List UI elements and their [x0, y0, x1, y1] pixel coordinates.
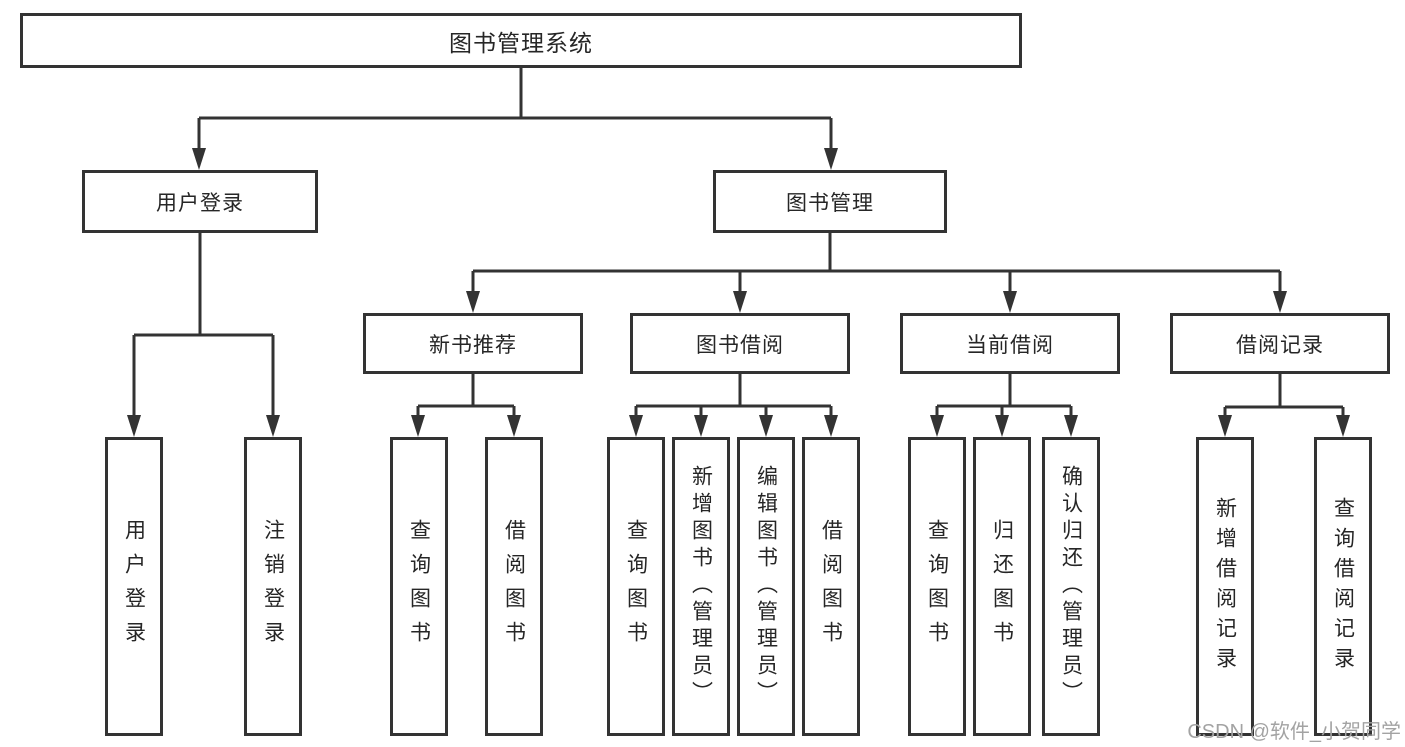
leaf-add-borrow-record: 新增借阅记录: [1196, 437, 1254, 736]
node-new-book-recommend: 新书推荐: [363, 313, 583, 374]
leaf-return-book-label: 归还图书: [990, 518, 1014, 655]
leaf-query-borrow-record-label: 查询借阅记录: [1331, 496, 1355, 677]
leaf-query-books-recommend: 查询图书: [390, 437, 448, 736]
leaf-confirm-return-admin-label: 确认归还（管理员）: [1059, 465, 1083, 708]
node-book-borrowing-label: 图书借阅: [696, 333, 784, 357]
node-current-borrowing-label: 当前借阅: [966, 333, 1054, 357]
leaf-add-book-admin-label: 新增图书（管理员）: [689, 465, 713, 708]
leaf-borrow-books-borrowing: 借阅图书: [802, 437, 860, 736]
leaf-query-books-current-label: 查询图书: [925, 518, 949, 655]
leaf-add-borrow-record-label: 新增借阅记录: [1213, 496, 1237, 677]
leaf-user-login-label: 用户登录: [122, 518, 146, 655]
node-new-book-recommend-label: 新书推荐: [429, 333, 517, 357]
csdn-watermark: CSDN @软件_小贺同学: [1187, 721, 1401, 743]
node-user-login: 用户登录: [82, 170, 318, 233]
node-root-label: 图书管理系统: [449, 29, 593, 56]
leaf-borrow-books-borrowing-label: 借阅图书: [819, 518, 843, 655]
node-user-login-label: 用户登录: [156, 191, 244, 215]
leaf-logout-label: 注销登录: [261, 518, 285, 655]
leaf-add-book-admin: 新增图书（管理员）: [672, 437, 730, 736]
node-borrowing-records-label: 借阅记录: [1236, 333, 1324, 357]
leaf-query-books-borrowing-label: 查询图书: [624, 518, 648, 655]
leaf-query-books-current: 查询图书: [908, 437, 966, 736]
node-book-borrowing: 图书借阅: [630, 313, 850, 374]
node-current-borrowing: 当前借阅: [900, 313, 1120, 374]
node-book-management: 图书管理: [713, 170, 947, 233]
node-borrowing-records: 借阅记录: [1170, 313, 1390, 374]
leaf-confirm-return-admin: 确认归还（管理员）: [1042, 437, 1100, 736]
leaf-borrow-books-recommend: 借阅图书: [485, 437, 543, 736]
leaf-return-book: 归还图书: [973, 437, 1031, 736]
leaf-edit-book-admin-label: 编辑图书（管理员）: [754, 465, 778, 708]
leaf-query-books-recommend-label: 查询图书: [407, 518, 431, 655]
leaf-edit-book-admin: 编辑图书（管理员）: [737, 437, 795, 736]
leaf-query-books-borrowing: 查询图书: [607, 437, 665, 736]
leaf-user-login: 用户登录: [105, 437, 163, 736]
node-book-management-label: 图书管理: [786, 191, 874, 215]
leaf-logout: 注销登录: [244, 437, 302, 736]
leaf-borrow-books-recommend-label: 借阅图书: [502, 518, 526, 655]
node-root: 图书管理系统: [20, 13, 1022, 68]
leaf-query-borrow-record: 查询借阅记录: [1314, 437, 1372, 736]
